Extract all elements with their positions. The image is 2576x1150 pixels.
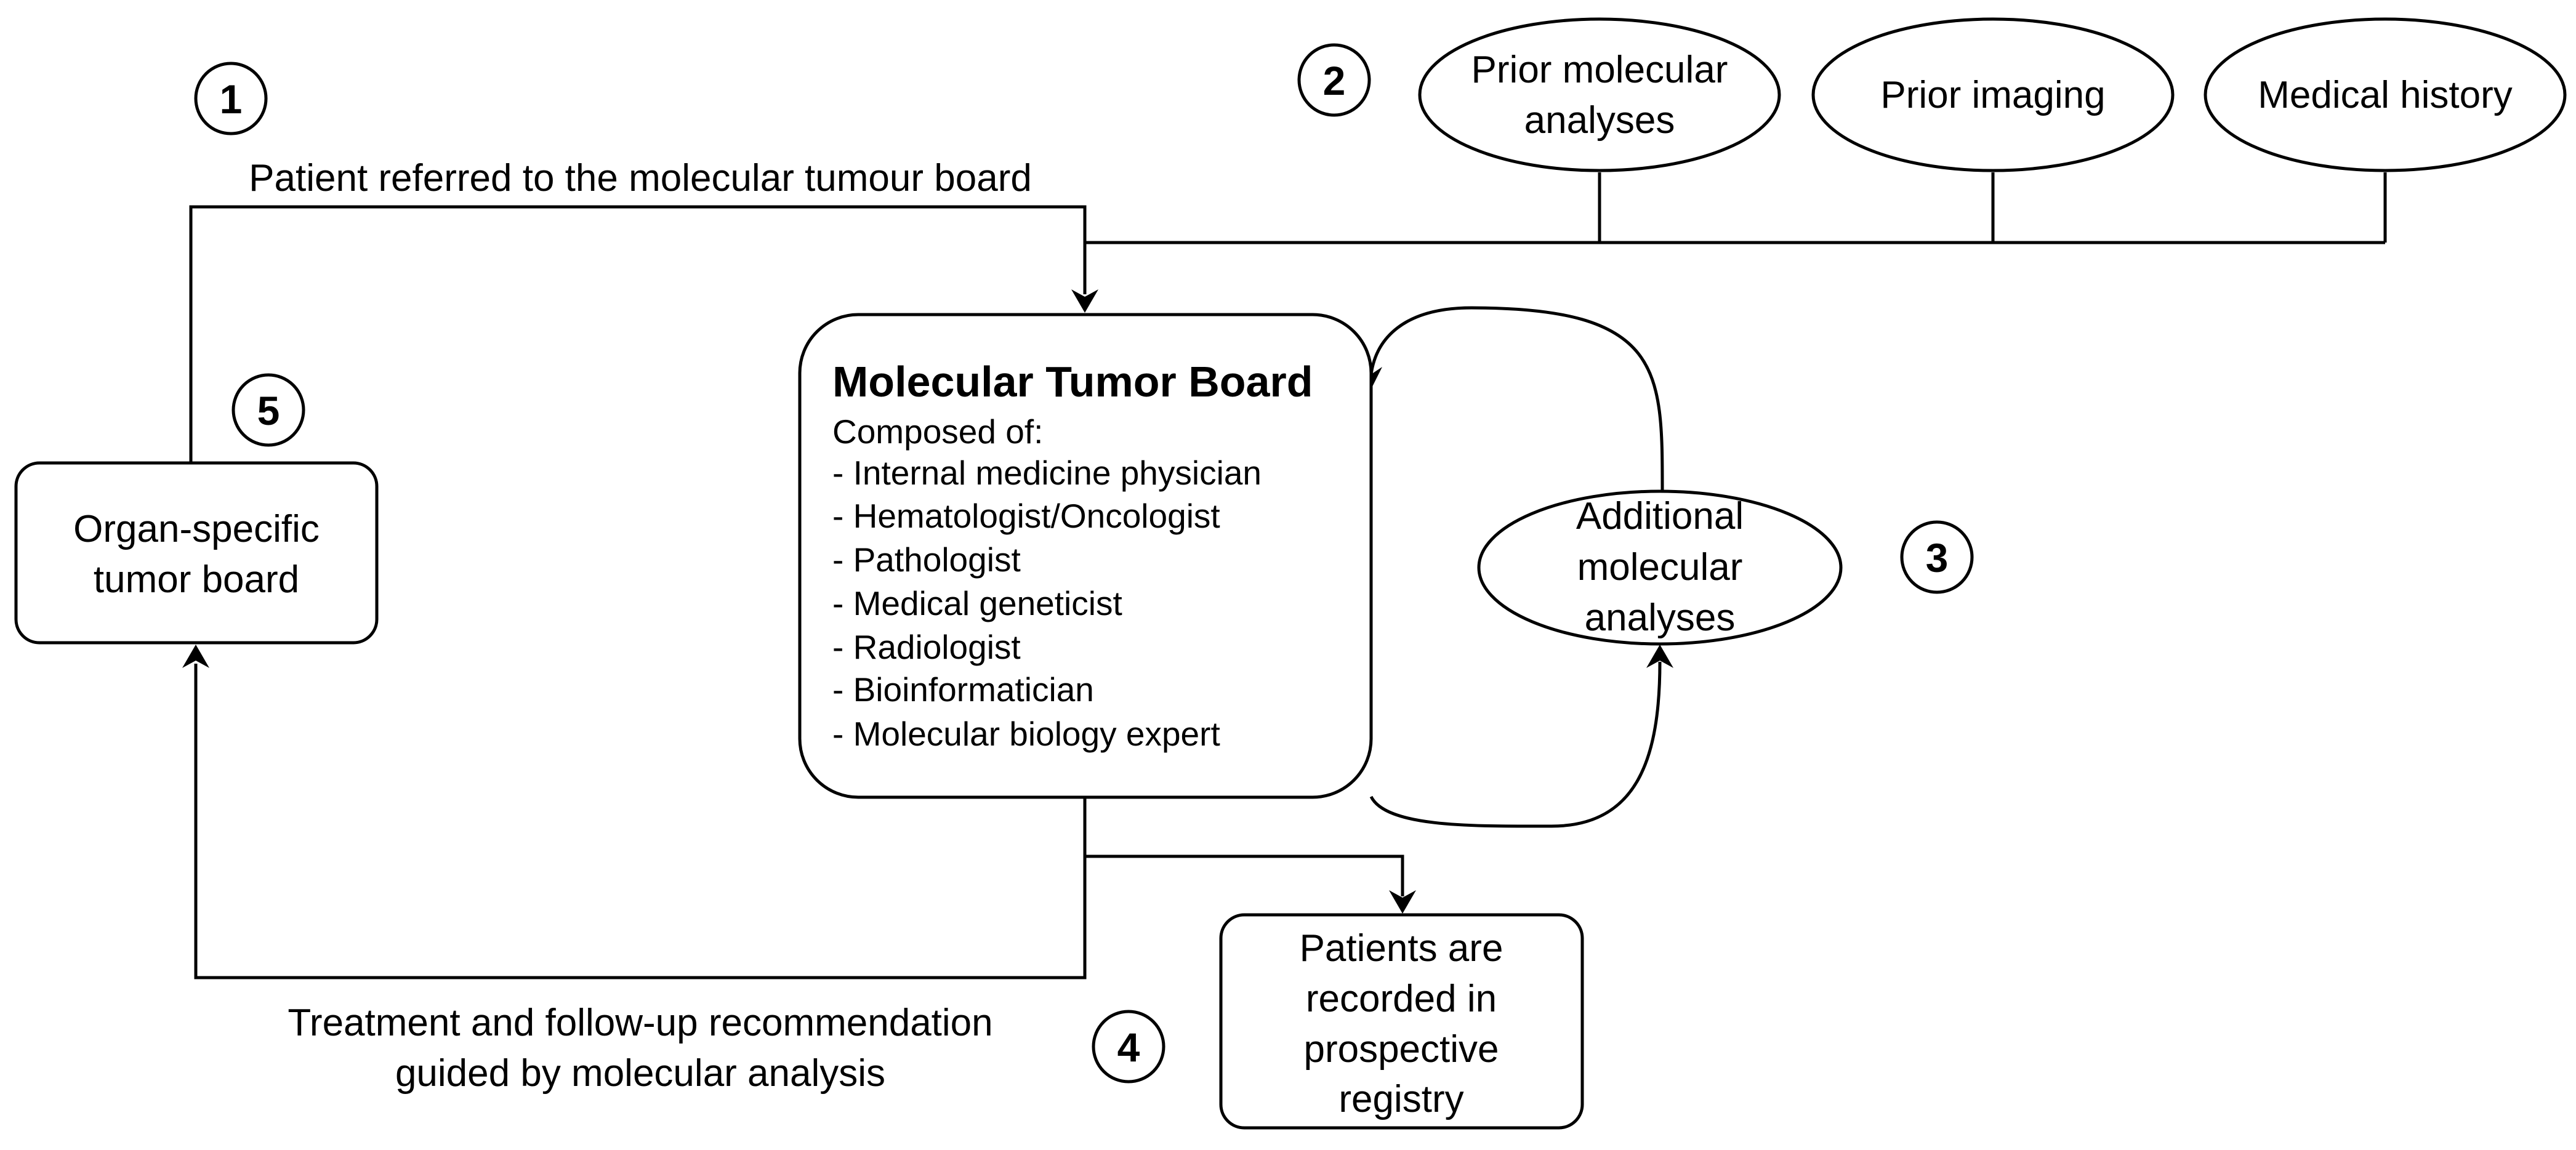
step-number-1: 1 bbox=[194, 62, 268, 135]
analyses-line-1: Additional bbox=[1576, 495, 1744, 537]
registry-line-3: prospective bbox=[1303, 1028, 1499, 1071]
step-number-4: 4 bbox=[1092, 1010, 1165, 1084]
step-number-5: 5 bbox=[231, 373, 305, 447]
registry-connector bbox=[1083, 797, 1404, 896]
arrowhead-into-analyses bbox=[1646, 645, 1673, 668]
step-number-4-label: 4 bbox=[1117, 1024, 1140, 1070]
prior-molecular-line-1: Prior molecular bbox=[1471, 49, 1728, 91]
prior-molecular-line-2: analyses bbox=[1524, 99, 1675, 142]
mtb-member: - Molecular biology expert bbox=[832, 715, 1220, 753]
mtb-member: - Pathologist bbox=[832, 541, 1021, 579]
arrowhead-into-registry bbox=[1389, 890, 1416, 914]
recommendation-line-2: guided by molecular analysis bbox=[395, 1052, 885, 1095]
mtb-member: - Radiologist bbox=[832, 628, 1021, 666]
registry-line-1: Patients are bbox=[1300, 927, 1503, 970]
step-number-3: 3 bbox=[1900, 520, 1974, 594]
prior-imaging-label: Prior imaging bbox=[1880, 74, 2105, 116]
mtb-member: - Hematologist/Oncologist bbox=[832, 497, 1220, 535]
organ-board-line-1: Organ-specific bbox=[73, 508, 320, 550]
prospective-registry-node: Patients are recorded in prospective reg… bbox=[1219, 913, 1584, 1130]
organ-specific-tumor-board-node: Organ-specific tumor board bbox=[14, 461, 379, 645]
registry-line-2: recorded in bbox=[1306, 978, 1497, 1020]
analyses-feedback-curve bbox=[1369, 306, 1664, 491]
mtb-member: - Bioinformatician bbox=[832, 670, 1094, 709]
organ-board-line-2: tumor board bbox=[94, 558, 299, 601]
additional-molecular-analyses-node: Additional molecular analyses bbox=[1477, 489, 1843, 646]
step-number-2: 2 bbox=[1297, 43, 1371, 117]
medical-history-label: Medical history bbox=[2258, 74, 2512, 116]
mtb-member: - Internal medicine physician bbox=[832, 454, 1262, 492]
molecular-tumor-board-node: Molecular Tumor Board Composed of: - Int… bbox=[798, 313, 1373, 799]
analyses-line-3: analyses bbox=[1585, 597, 1736, 639]
step-number-3-label: 3 bbox=[1926, 535, 1949, 581]
registry-line-4: registry bbox=[1338, 1078, 1463, 1120]
step-number-5-label: 5 bbox=[257, 388, 280, 433]
mtb-composed-of: Composed of: bbox=[832, 412, 1043, 451]
arrowhead-into-organ-board bbox=[182, 645, 209, 668]
arrowhead-into-mtb bbox=[1071, 289, 1098, 313]
recommendation-line-1: Treatment and follow-up recommendation bbox=[288, 1002, 992, 1044]
medical-history-node: Medical history bbox=[2204, 17, 2567, 172]
referral-connector bbox=[189, 205, 1087, 463]
mtb-to-analyses-curve bbox=[1369, 661, 1662, 828]
recommendation-connector bbox=[194, 664, 1087, 979]
mtb-member: - Medical geneticist bbox=[832, 584, 1122, 622]
prior-imaging-node: Prior imaging bbox=[1811, 17, 2175, 172]
mtb-title: Molecular Tumor Board bbox=[832, 358, 1313, 406]
referral-label: Patient referred to the molecular tumour… bbox=[249, 157, 1032, 199]
step-number-1-label: 1 bbox=[220, 76, 243, 122]
connectors bbox=[182, 172, 2387, 979]
step-number-2-label: 2 bbox=[1323, 58, 1346, 103]
prior-molecular-analyses-node: Prior molecular analyses bbox=[1418, 17, 1781, 172]
analyses-line-2: molecular bbox=[1577, 546, 1743, 589]
